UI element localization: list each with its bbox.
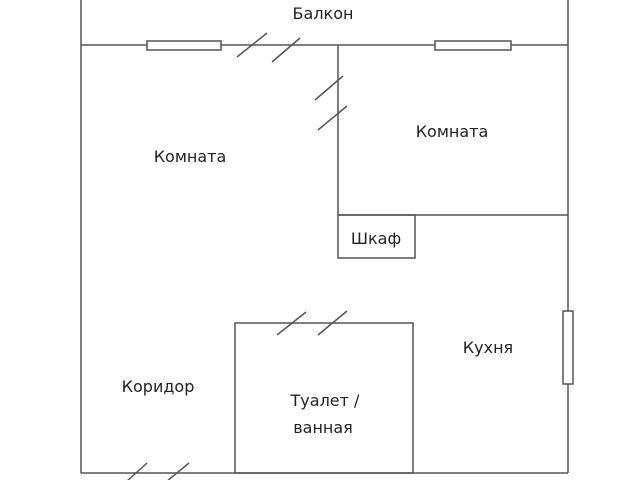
window-left	[146, 40, 222, 51]
door-room-right	[314, 75, 348, 131]
label-room-left: Комната	[154, 147, 227, 166]
label-kitchen: Кухня	[463, 338, 513, 357]
door-bathroom	[276, 310, 348, 336]
door-entrance	[127, 462, 190, 480]
window-kitchen	[562, 310, 574, 385]
label-room-right: Комната	[416, 122, 489, 141]
label-closet: Шкаф	[351, 229, 401, 248]
window-right	[434, 40, 512, 51]
bathroom-box	[234, 322, 414, 474]
label-bathroom-line1: Туалет /	[290, 391, 361, 410]
label-corridor: Коридор	[122, 377, 195, 396]
label-bathroom-line2: ванная	[293, 418, 353, 437]
door-balcony	[236, 32, 301, 63]
closet-box	[337, 214, 416, 259]
label-balcony: Балкон	[293, 4, 354, 23]
